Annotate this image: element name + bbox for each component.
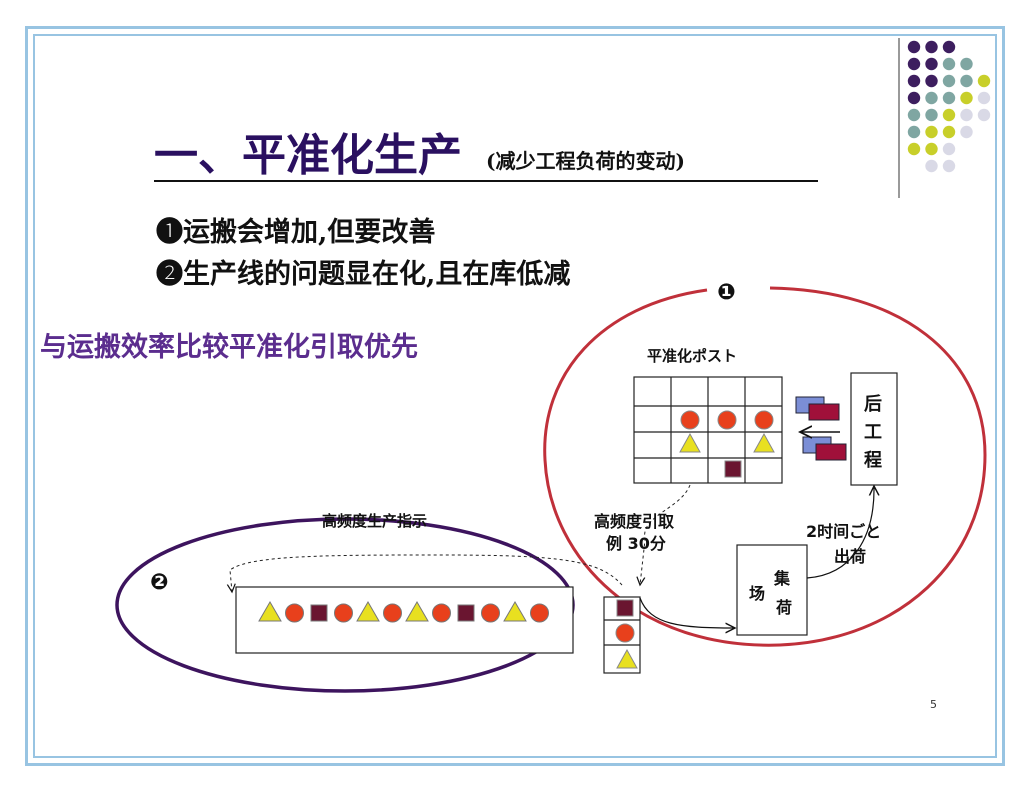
decoration-dot: [907, 40, 921, 54]
decoration-dot: [925, 40, 938, 54]
token-circle: [754, 410, 774, 430]
token-circle: [680, 410, 700, 430]
ship-label-2: 出荷: [834, 547, 867, 566]
yard-label-a: 集: [774, 569, 791, 588]
sequence-token-circle: [334, 603, 353, 623]
decoration-dot: [925, 91, 938, 105]
dashed-arrow-post-to-stack: [640, 484, 691, 585]
downstream-label-2: 工: [864, 422, 882, 443]
sequence-token-circle: [432, 603, 451, 623]
token-square: [724, 460, 742, 478]
ship-label-1: 2时间ごと: [806, 522, 882, 541]
decoration-dot: [977, 91, 991, 105]
token-circle: [615, 623, 635, 643]
decoration-dot: [942, 57, 956, 71]
decoration-dot: [925, 108, 938, 122]
sequence-token-circle: [383, 603, 402, 623]
consolidation-yard-box: [736, 544, 808, 636]
sequence-token-triangle: [356, 601, 380, 622]
kanban-cards-top: [795, 396, 840, 421]
token-triangle: [616, 648, 638, 669]
token-circle: [717, 410, 737, 430]
sub-heading: 与运搬效率比较平准化引取优先: [40, 332, 418, 363]
decoration-dot: [960, 125, 973, 139]
bullet-2: ❷生产线的问题显在化,且在库低减: [156, 259, 571, 290]
arrow-yard-to-downstream: [806, 486, 874, 579]
decoration-dot: [942, 125, 956, 139]
decoration-vertical-rule: [898, 38, 900, 198]
sequence-token-square: [310, 604, 328, 622]
decoration-dot: [942, 159, 956, 173]
title-bar: 一、平准化生产 (减少工程负荷的变动): [154, 130, 818, 182]
decoration-dot: [907, 125, 921, 139]
sequence-token-square: [457, 604, 475, 622]
decoration-dot: [942, 91, 956, 105]
sequence-token-circle: [530, 603, 549, 623]
pull-interval: 例 30分: [606, 534, 666, 553]
decoration-dot: [925, 159, 938, 173]
heijunka-post-grid: [633, 376, 783, 484]
token-square: [616, 599, 634, 617]
downstream-process-box: [850, 372, 898, 486]
token-triangle: [679, 432, 701, 453]
decoration-dot: [977, 74, 991, 88]
sequence-token-circle: [285, 603, 304, 623]
marker-2: ❷: [150, 570, 169, 595]
sequence-token-triangle: [258, 601, 282, 622]
sequence-token-triangle: [405, 601, 429, 622]
decoration-dot: [925, 142, 938, 156]
decoration-dot: [907, 57, 921, 71]
kanban-cards-bottom: [802, 436, 847, 461]
decoration-dot: [907, 91, 921, 105]
decoration-dot: [925, 57, 938, 71]
post-label: 平准化ポスト: [647, 347, 738, 365]
production-sequence: [258, 601, 549, 623]
arrow-stack-to-yard: [639, 597, 735, 628]
slide-frame-inner: [33, 34, 997, 758]
decoration-dot: [960, 91, 973, 105]
decoration-dot: [942, 142, 956, 156]
sequence-token-triangle: [503, 601, 527, 622]
decoration-dot: [907, 74, 921, 88]
page-title-note: (减少工程负荷的变动): [486, 149, 685, 173]
page-title: 一、平准化生产: [154, 130, 462, 181]
pull-label: 高频度引取: [594, 512, 675, 531]
decoration-dot: [925, 74, 938, 88]
token-triangle: [753, 432, 775, 453]
decoration-dot: [907, 108, 921, 122]
loop-circle-1: [543, 286, 987, 647]
yard-label-b: 荷: [776, 598, 793, 617]
decoration-dot: [977, 108, 991, 122]
slide-frame-outer: [25, 26, 1005, 766]
sequence-token-circle: [481, 603, 500, 623]
decoration-dot: [907, 142, 921, 156]
decoration-dot: [942, 74, 956, 88]
downstream-label-3: 程: [864, 450, 882, 471]
decoration-dot: [925, 125, 938, 139]
page-number: 5: [930, 698, 937, 711]
downstream-label-1: 后: [864, 394, 882, 415]
yard-label-c: 场: [749, 584, 766, 603]
decoration-dot: [960, 57, 973, 71]
bullet-1: ❶运搬会增加,但要改善: [156, 217, 436, 248]
grid-tokens: [679, 410, 775, 478]
decoration-dot: [960, 108, 973, 122]
dashed-arrow-production-loop: [230, 554, 623, 592]
decoration-dot: [960, 74, 973, 88]
decoration-dot: [942, 108, 956, 122]
marker-1: ❶: [717, 280, 736, 305]
decoration-dot: [942, 40, 956, 54]
production-label: 高频度生产指示: [322, 512, 428, 530]
